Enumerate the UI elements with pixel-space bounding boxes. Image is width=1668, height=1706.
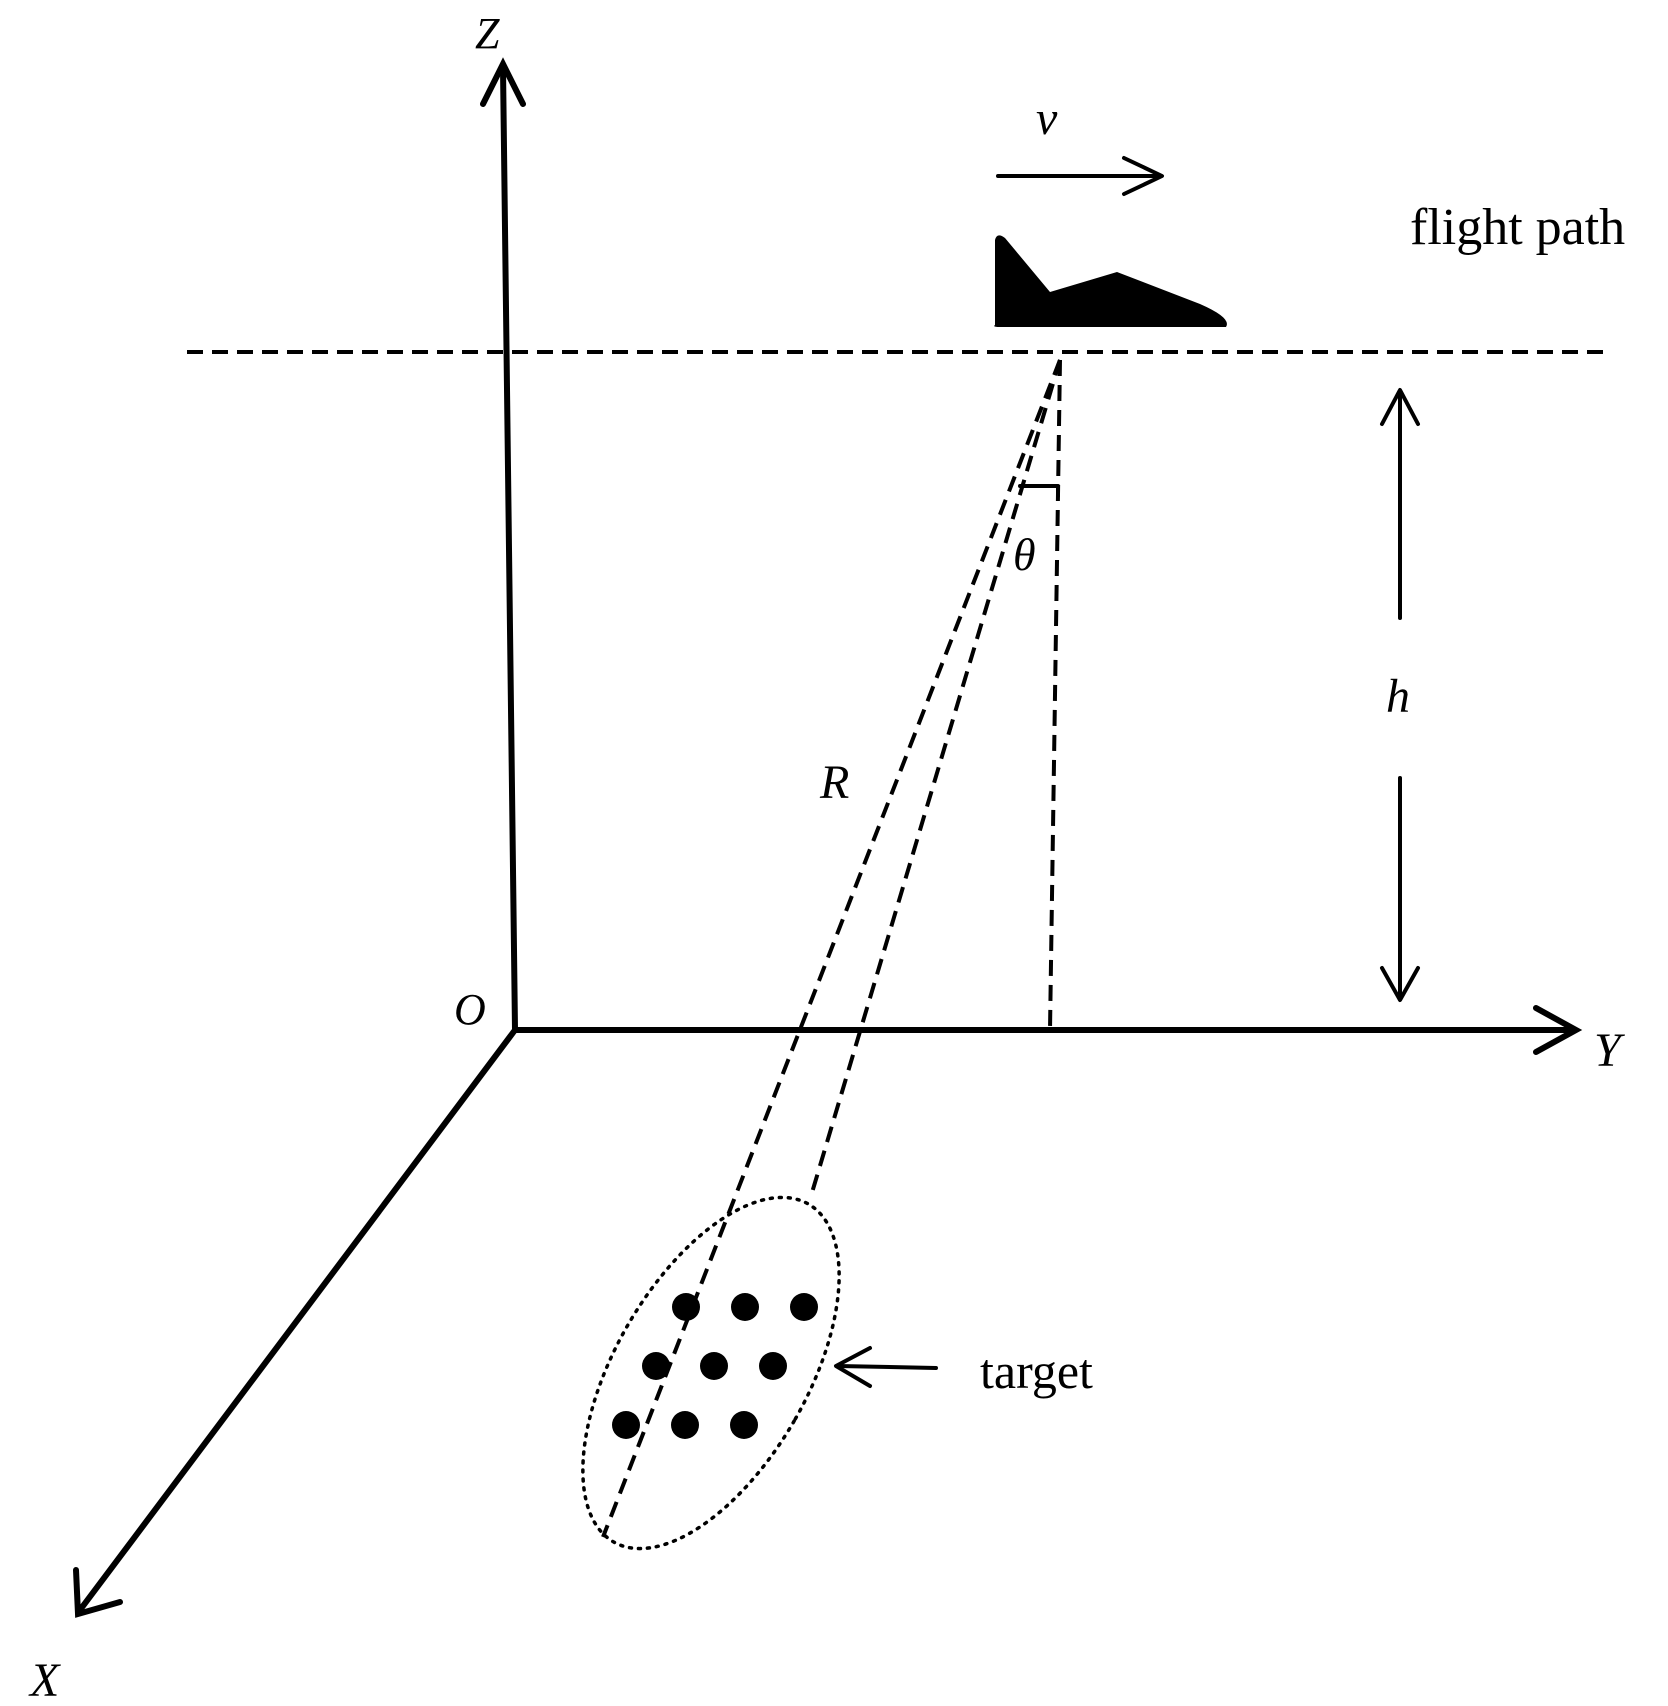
beam-line-far [809,359,1062,1197]
target-point [790,1293,818,1321]
velocity-label: v [1036,92,1058,145]
target-point [612,1411,640,1439]
target-arrow [834,1346,938,1388]
z-axis [480,57,526,1033]
flight-path-label: flight path [1410,199,1625,256]
target-point [730,1411,758,1439]
z-axis-label: Z [475,9,500,58]
height-arrow [1380,388,1420,1002]
target-point [700,1352,728,1380]
nadir-line [1048,359,1062,1031]
target-point [671,1411,699,1439]
range-label: R [819,756,849,809]
target-point [731,1293,759,1321]
height-label: h [1386,670,1410,723]
aircraft-icon [994,235,1227,327]
angle-label: θ [1013,529,1036,580]
target-points [612,1293,818,1439]
target-label: target [980,1343,1093,1399]
target-footprint [581,1195,841,1551]
target-point [672,1293,700,1321]
target-point [642,1352,670,1380]
y-axis [512,1005,1583,1055]
velocity-arrow [996,156,1164,196]
beam-line-near [601,359,1062,1538]
y-axis-label: Y [1594,1024,1625,1077]
x-axis [73,1027,518,1618]
angle-marker [1018,484,1060,498]
origin-label: O [454,985,486,1034]
target-point [759,1352,787,1380]
x-axis-label: X [28,1654,61,1706]
